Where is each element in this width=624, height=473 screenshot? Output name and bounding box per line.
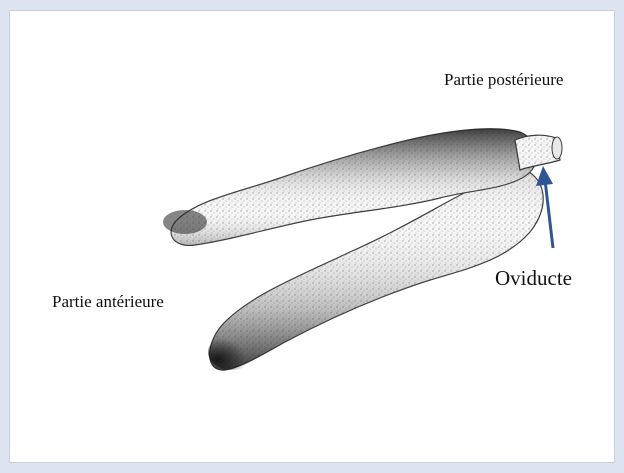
label-oviduct: Oviducte xyxy=(495,266,572,291)
label-anterior-part: Partie antérieure xyxy=(52,292,164,312)
label-posterior-part: Partie postérieure xyxy=(444,70,563,90)
oviduct-tube xyxy=(515,135,562,170)
